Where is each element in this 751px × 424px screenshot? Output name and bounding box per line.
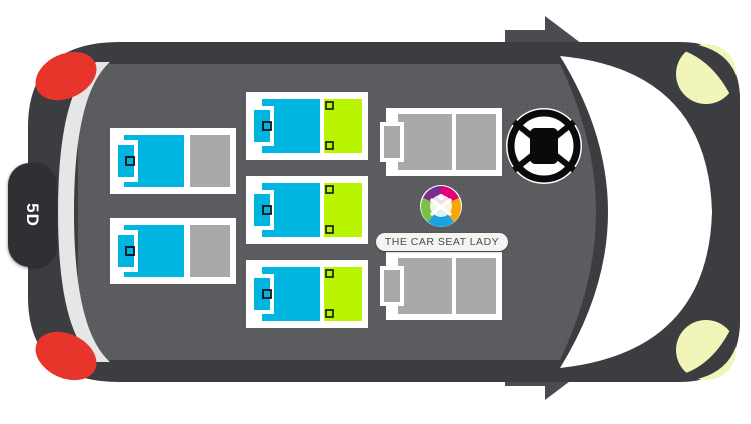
brand-name: THE CAR SEAT LADY xyxy=(376,233,508,251)
seat-third-row-1 xyxy=(110,128,236,194)
seat-second-row-1 xyxy=(246,92,368,160)
seat-second-row-3 xyxy=(246,260,368,328)
seat-second-row-2 xyxy=(246,176,368,244)
seat-front-passenger xyxy=(380,252,502,320)
rear-window xyxy=(58,62,110,362)
rear-badge-text: 5D xyxy=(22,203,42,227)
taillight-bottom xyxy=(35,331,97,381)
steering-wheel-icon xyxy=(506,108,582,184)
rear-badge: 5D xyxy=(8,163,56,267)
seat-front-driver xyxy=(380,108,502,176)
car-seat-lady-logo xyxy=(420,185,462,227)
taillight-top xyxy=(35,51,97,101)
windshield xyxy=(560,56,712,368)
seat-third-row-2 xyxy=(110,218,236,284)
